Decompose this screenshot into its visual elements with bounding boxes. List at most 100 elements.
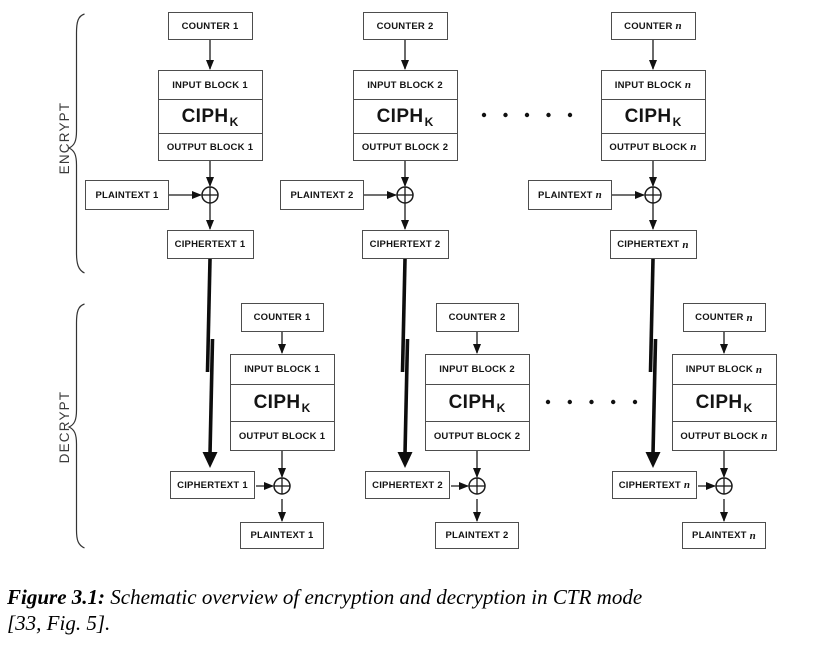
box-label: PLAINTEXT [445,530,501,541]
ciphertext-channel-arrow-n [645,258,661,468]
box-index: n [761,430,768,442]
ciph-key-subscript: K [672,114,682,129]
encrypt-col2-wires [364,40,414,230]
box-index: 2 [427,20,434,32]
box-index: 1 [232,20,239,32]
ciph-key-subscript: K [496,401,506,415]
box-index: n [684,79,692,91]
figure-number: Figure 3.1: [7,585,106,609]
ciph-label: CIPH [253,392,301,413]
xor-icon [715,477,733,495]
box-index: 2 [437,79,443,91]
ciph-label: CIPH [624,105,672,127]
box-index: n [690,141,697,153]
encrypt-section-label: ENCRYPT [56,101,72,175]
box-index: 2 [509,364,515,375]
box-label: COUNTER [695,312,744,323]
box-label: PLAINTEXT [538,189,593,201]
decrypt-section-label: DECRYPT [56,390,72,464]
box-label: CIPHERTEXT [372,479,435,491]
box-index: n [755,363,763,376]
box-index: 1 [242,479,248,491]
box-label: OUTPUT BLOCK [361,141,440,153]
box-index: 1 [304,312,311,323]
box-index: 1 [319,430,326,442]
caption-text: Schematic overview of encryption and dec… [110,585,643,609]
box-index: n [682,238,689,251]
box-index: 1 [314,364,320,375]
ciph-key-subscript: K [301,401,311,415]
box-index: 1 [153,189,159,201]
box-label: PLAINTEXT [95,189,151,201]
box-label: CIPHERTEXT [177,479,240,491]
box-label: OUTPUT BLOCK [680,430,759,442]
encrypt-col1-wires [169,40,219,230]
ciphertext-channel-arrow-2 [397,258,413,468]
box-index: n [749,529,756,542]
box-index: 2 [514,430,521,442]
caption-text-line2: [33, Fig. 5]. [7,611,111,635]
box-index: 2 [499,312,506,323]
box-index: n [746,311,753,324]
decrypt-col1-wires [256,332,291,522]
box-index: 1 [242,79,248,91]
box-label: COUNTER [448,312,497,323]
box-label: OUTPUT BLOCK [166,141,245,153]
ellipsis-dots-encrypt [481,112,573,118]
xor-icon [468,477,486,495]
encrypt-brace [67,13,85,274]
box-label: OUTPUT BLOCK [609,141,688,153]
ciph-label: CIPH [448,392,496,413]
ciph-key-subscript: K [229,114,239,129]
box-label: INPUT BLOCK [367,79,435,91]
ciph-key-subscript: K [743,401,753,415]
xor-icon [644,186,662,204]
box-index: 1 [247,141,254,153]
box-label: INPUT BLOCK [439,364,507,375]
box-index: n [595,189,602,201]
box-label: PLAINTEXT [250,530,306,541]
ciph-key-subscript: K [424,114,434,129]
ciph-label: CIPH [376,105,424,127]
box-index: 2 [434,239,441,250]
box-label: COUNTER [624,20,673,32]
box-index: 1 [239,239,246,250]
box-index: 2 [348,189,354,201]
box-label: COUNTER [376,20,425,32]
box-index: n [683,479,691,491]
box-label: CIPHERTEXT [618,479,681,491]
